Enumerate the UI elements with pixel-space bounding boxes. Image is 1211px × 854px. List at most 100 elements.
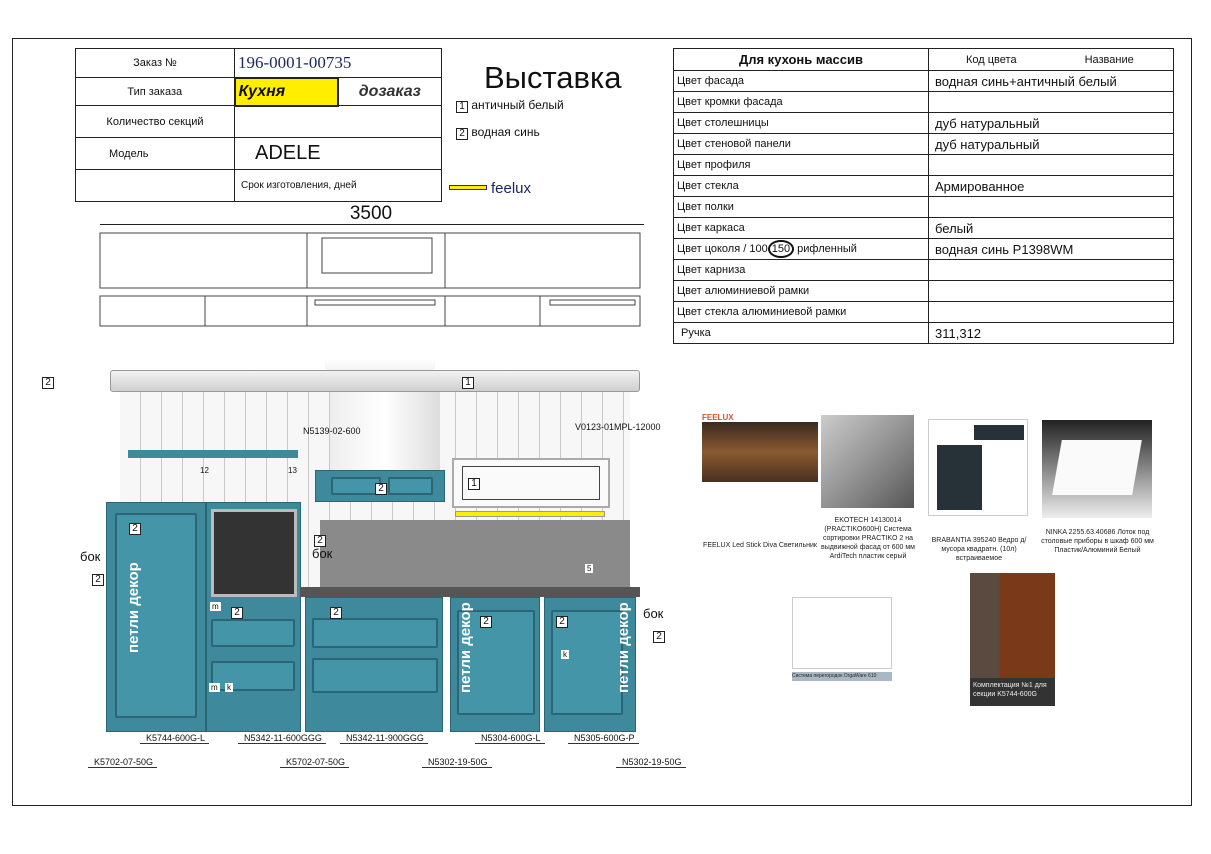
spec-value: дуб натуральный <box>928 133 1174 155</box>
side-label: бок <box>80 549 101 564</box>
num-badge: 2 <box>480 616 492 628</box>
spec-value: Армированное <box>928 175 1174 197</box>
plinth-circled-150: 150 <box>767 240 795 258</box>
code-label: N5305-600G-P <box>568 733 639 744</box>
spec-label: Цвет столешницы <box>673 112 929 134</box>
code-label: N5302-19-50G <box>422 757 492 768</box>
spec-value <box>928 301 1174 323</box>
hood-num: 2 <box>375 478 387 496</box>
wall-num: 1 <box>468 473 480 491</box>
num-badge: 2 <box>375 483 387 495</box>
num-badge: 2 <box>330 607 342 619</box>
product-caption: EKOTECH 14130014 (PRACTIKO600H) Система … <box>821 517 915 560</box>
wall-cabinet-code: V0123-01MPL-12000 <box>575 422 661 432</box>
product-kit <box>970 573 1055 678</box>
spec-value: водная синь P1398WM <box>928 238 1174 260</box>
feelux-label: feelux <box>491 180 532 197</box>
hood <box>330 392 440 472</box>
cornice-num: 1 <box>462 372 474 390</box>
base-cabinet-left: петли декор <box>450 597 540 732</box>
product-caption: Комплектация №1 для секции K5744-600G <box>970 678 1055 706</box>
spec-value: 311,312 <box>928 322 1174 344</box>
backsplash <box>320 520 630 592</box>
type-label: Тип заказа <box>75 77 235 106</box>
legend-label: античный белый <box>471 98 564 112</box>
k-mark: k <box>561 650 569 659</box>
num-badge: 1 <box>462 377 474 389</box>
legend-item-1: 1 античный белый <box>456 98 564 113</box>
m-mark: m <box>209 683 220 692</box>
num-badge: 2 <box>653 631 665 643</box>
hinge-decor-label: петли декор <box>125 562 142 653</box>
page-frame <box>12 38 1192 806</box>
code-label: K5744-600G-L <box>140 733 210 744</box>
spec-label: Цвет стекла алюминиевой рамки <box>673 301 929 323</box>
order-no: 196-0001-00735 <box>234 48 442 78</box>
product-ninka <box>1042 420 1152 518</box>
sections-label: Количество секций <box>75 105 235 138</box>
specs-col-headers: Код цвета Название <box>928 48 1174 71</box>
spec-label: Цвет фасада <box>673 70 929 92</box>
num-badge: 2 <box>129 523 141 535</box>
dimension-line <box>100 224 644 225</box>
spec-label: Цвет карниза <box>673 259 929 281</box>
num-badge: 1 <box>456 101 468 113</box>
sections-value <box>234 105 442 138</box>
specs-table: Для кухонь массив Код цвета Название Цвет … <box>673 48 1174 344</box>
type-extra: дозаказ <box>337 77 442 106</box>
badge: 2 <box>480 611 492 629</box>
product-brabantia <box>928 419 1028 516</box>
width-dimension: 3500 <box>349 203 393 224</box>
side-label: бок <box>312 546 333 561</box>
hinge-decor-label: петли декор <box>457 602 474 693</box>
legend-label: водная синь <box>471 125 540 139</box>
model-label: Модель <box>75 137 235 170</box>
badge: 2 <box>231 602 243 620</box>
model-value: ADELE <box>234 137 442 170</box>
spec-value: водная синь+античный белый <box>928 70 1174 92</box>
num-badge: 2 <box>556 616 568 628</box>
col-name: Название <box>1084 53 1134 66</box>
product-caption: FEELUX Led Stick Diva Светильник <box>703 542 817 549</box>
product-caption: NINKA 2255.63.40686 Лоток под столовые п… <box>1041 529 1154 554</box>
spec-value <box>928 154 1174 176</box>
spec-label: Цвет алюминиевой рамки <box>673 280 929 302</box>
drawer-cabinet-900 <box>305 597 443 732</box>
k-mark: k <box>225 683 233 692</box>
side-label: бок <box>643 606 664 621</box>
spec-value <box>928 196 1174 218</box>
code-label: K5702-07-50G <box>88 757 158 768</box>
oven <box>211 509 297 597</box>
specs-header: Для кухонь массив <box>673 48 929 71</box>
order-no-label: Заказ № <box>75 48 235 78</box>
spec-label: Цвет стеновой панели <box>673 133 929 155</box>
feelux-light <box>455 511 605 517</box>
badge: 2 <box>330 602 342 620</box>
badge: 2 <box>92 569 104 587</box>
product-caption: BRABANTIA 395240 Ведро д/мусора квадратн… <box>931 537 1027 562</box>
num-badge: 2 <box>92 574 104 586</box>
product-feelux: FEELUX <box>702 413 818 531</box>
countertop <box>300 587 640 597</box>
product-caption: Система перегородок OrgaWare 610 <box>792 672 892 681</box>
spec-value: дуб натуральный <box>928 112 1174 134</box>
code-label: N5304-600G-L <box>475 733 545 744</box>
spec-value <box>928 259 1174 281</box>
m-mark: m <box>210 602 221 611</box>
col-code: Код цвета <box>966 53 1017 66</box>
empty-cell <box>75 169 235 202</box>
shelf-label: 13 <box>288 466 297 475</box>
badge: 2 <box>556 611 568 629</box>
num-badge: 1 <box>468 478 480 490</box>
plinth-label: Цвет цоколя / 100 <box>677 243 768 255</box>
exhibition-title: Выставка <box>484 60 622 95</box>
s-mark: 5 <box>585 564 594 573</box>
badge: 2 <box>314 530 326 548</box>
code-label: N5342-11-600GGG <box>238 733 326 744</box>
spec-label: Ручка <box>673 322 929 344</box>
side-num-badge: 2 <box>42 372 54 390</box>
num-badge: 2 <box>231 607 243 619</box>
product-ekotech <box>821 415 914 508</box>
